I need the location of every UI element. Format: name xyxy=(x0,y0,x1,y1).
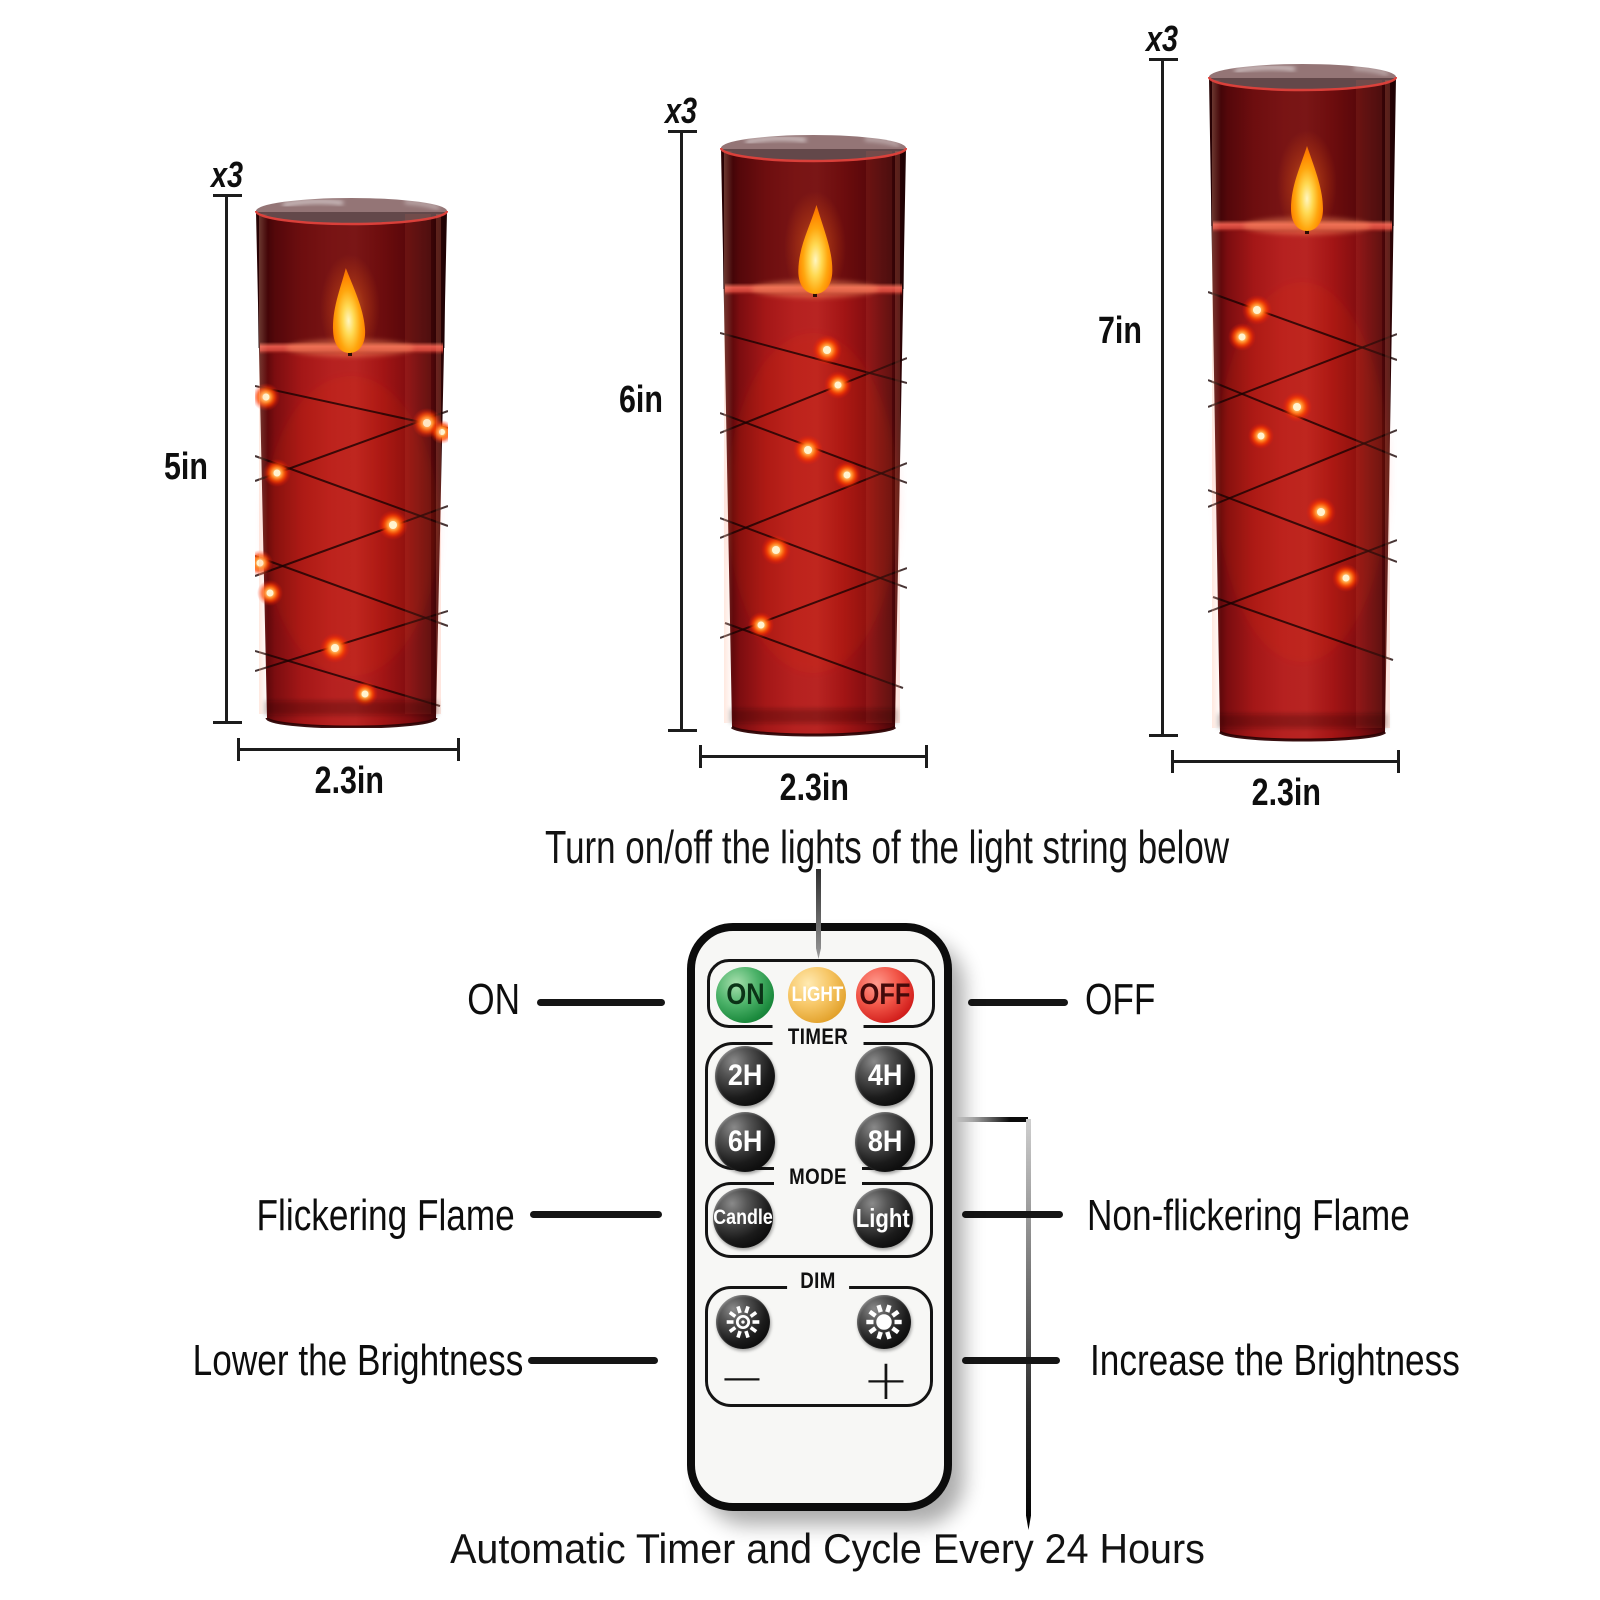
callout-line-non-flickering xyxy=(962,1211,1063,1218)
callout-flickering-flame: Flickering Flame xyxy=(256,1191,515,1240)
dimension-tick xyxy=(1397,750,1400,773)
timer-8h-button: 8H xyxy=(855,1112,915,1172)
sun-bright-icon xyxy=(866,1304,902,1340)
width-dimension-line xyxy=(238,748,460,751)
candle-quantity-label: x3 xyxy=(1145,18,1179,59)
height-dimension-line xyxy=(680,132,683,731)
callout-lower-brightness: Lower the Brightness xyxy=(192,1336,524,1385)
callout-on: ON xyxy=(467,975,520,1024)
candle-diameter-label: 2.3in xyxy=(1251,772,1321,814)
mode-light-button: Light xyxy=(853,1188,913,1248)
flame xyxy=(1291,146,1323,231)
dim-down-button xyxy=(716,1295,770,1349)
string-light-leds xyxy=(1228,295,1360,592)
dimension-tick xyxy=(1149,58,1178,61)
dimension-tick xyxy=(925,745,928,768)
candle-diameter-label: 2.3in xyxy=(779,767,849,809)
string-light-wire xyxy=(1208,291,1397,661)
callout-non-flickering-flame: Non-flickering Flame xyxy=(1087,1191,1410,1240)
candle-height-label: 7in xyxy=(1098,310,1142,352)
callout-increase-brightness: Increase the Brightness xyxy=(1090,1336,1460,1385)
timer-2h-button: 2H xyxy=(715,1046,775,1106)
dimension-tick xyxy=(668,729,697,732)
dimension-tick xyxy=(457,738,460,761)
brightness-plus-label: + xyxy=(862,1347,910,1413)
timer-6h-button: 6H xyxy=(715,1112,775,1172)
height-dimension-line xyxy=(225,196,228,723)
timer-section-title: TIMER xyxy=(772,1024,864,1050)
candle-top-opening xyxy=(721,135,906,161)
brightness-minus-label: − xyxy=(718,1345,766,1411)
dim-section-title: DIM xyxy=(787,1268,849,1294)
flame xyxy=(798,205,833,294)
candle-top-opening xyxy=(256,198,447,224)
dim-up-button xyxy=(857,1295,911,1349)
callout-line-off xyxy=(968,999,1068,1006)
mode-candle-button: Candle xyxy=(713,1188,773,1248)
timer-connector-line xyxy=(1026,1119,1031,1530)
string-light-leds xyxy=(748,335,861,638)
dimension-tick xyxy=(213,721,242,724)
remote-control: ON LIGHT OFF TIMER 2H 4H 6H 8H MODE Cand… xyxy=(687,923,952,1511)
timer-cycle-caption: Automatic Timer and Cycle Every 24 Hours xyxy=(450,1525,1205,1572)
timer-connector-stub xyxy=(956,1117,1028,1122)
candle-photo-small xyxy=(255,198,448,728)
candle-quantity-label: x3 xyxy=(210,154,244,195)
candle-height-label: 5in xyxy=(164,446,208,488)
dimension-tick xyxy=(1149,734,1178,737)
caption-connector-line xyxy=(816,869,821,959)
dimension-tick xyxy=(213,194,242,197)
height-dimension-line xyxy=(1161,60,1164,736)
light-string-caption: Turn on/off the lights of the light stri… xyxy=(545,821,1230,873)
width-dimension-line xyxy=(1172,760,1400,763)
dimension-tick xyxy=(699,745,702,768)
candle-photo-medium xyxy=(720,135,907,737)
callout-line-flickering xyxy=(530,1211,662,1218)
candle-top-opening xyxy=(1209,64,1396,90)
callout-line-on xyxy=(537,999,665,1006)
callout-line-increase xyxy=(962,1357,1060,1364)
width-dimension-line xyxy=(700,755,928,758)
callout-line-lower xyxy=(528,1357,658,1364)
off-button: OFF xyxy=(856,967,914,1023)
on-button: ON xyxy=(716,967,774,1023)
candle-diameter-label: 2.3in xyxy=(314,760,384,802)
sun-dim-icon xyxy=(726,1305,760,1339)
dimension-tick xyxy=(237,738,240,761)
candle-photo-large xyxy=(1208,64,1397,742)
light-button: LIGHT xyxy=(788,967,846,1023)
timer-4h-button: 4H xyxy=(855,1046,915,1106)
dimension-tick xyxy=(668,130,697,133)
callout-off: OFF xyxy=(1085,975,1156,1024)
flame xyxy=(333,268,366,353)
dimension-tick xyxy=(1171,750,1174,773)
mode-section-title: MODE xyxy=(774,1164,862,1190)
candle-quantity-label: x3 xyxy=(664,90,698,131)
candle-height-label: 6in xyxy=(619,379,663,421)
